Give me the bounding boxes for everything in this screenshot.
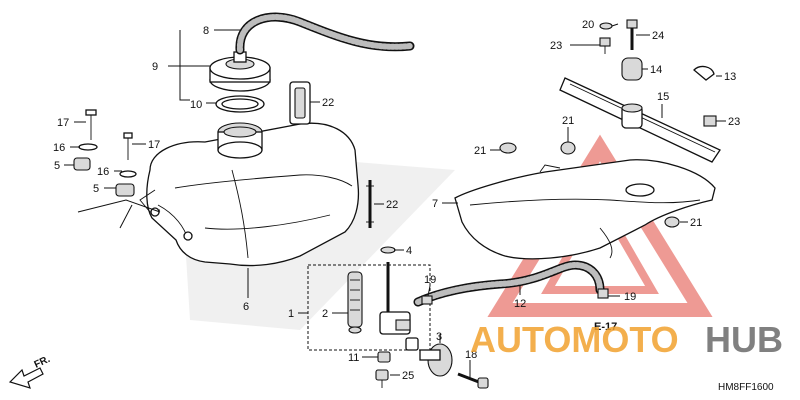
section-ref-label: E-17 [594,321,617,333]
callout-3: 3 [436,331,442,343]
front-label: FR. [33,354,52,371]
callout-7: 7 [432,198,438,210]
washer-20 [599,22,613,30]
clip-13 [693,65,715,81]
washer-4 [380,246,396,254]
fuel-cock-group-box [307,264,431,351]
cushion-5a [73,157,91,171]
fuel-strainer [347,271,363,334]
callout-23a: 23 [550,40,562,52]
bolt-24 [626,19,638,50]
callout-19a: 19 [424,274,436,286]
grommet-21a [560,141,576,155]
grommet-21b [499,142,517,154]
watermark-part1: AUTOMOTO [470,319,679,360]
callout-21b: 21 [474,145,486,157]
bolt-23b [703,115,717,127]
washer-16a [78,143,98,151]
callout-19b: 19 [624,291,636,303]
callout-13: 13 [724,71,736,83]
callout-15: 15 [657,91,669,103]
fuel-cock-lever-3 [419,343,453,377]
tank-rubber-strap [289,81,311,125]
breather-hose [235,12,415,55]
callout-labels: 8 9 10 22 17 16 5 17 16 5 6 22 4 1 2 3 1… [53,19,740,382]
mount-bolt-17a [85,109,97,140]
clip-19a [421,295,433,305]
callout-1: 1 [288,308,294,320]
callout-14: 14 [650,64,662,76]
callout-18: 18 [465,349,477,361]
callout-17a: 17 [57,117,69,129]
tank-cover [454,159,716,260]
watermark-part2: HUB [705,319,783,360]
callout-5a: 5 [54,160,60,172]
watermark-text: AUTOMOTO HUB [470,319,783,360]
callout-5b: 5 [93,183,99,195]
callout-16b: 16 [97,166,109,178]
callout-10: 10 [190,99,202,111]
arrow-icon [8,367,44,389]
cushion-5b [115,183,135,197]
bolt-18 [457,372,489,389]
callout-22b: 22 [386,199,398,211]
tank-bracket [559,77,721,163]
callout-22a: 22 [322,97,334,109]
callout-25: 25 [402,370,414,382]
fuel-tank [139,122,360,267]
callout-6: 6 [243,301,249,313]
callout-11: 11 [348,352,359,364]
fuel-cap [209,51,271,92]
rubber-mount-14 [621,57,643,81]
front-direction-arrow: FR. [8,354,52,389]
nut-11 [377,351,391,363]
callout-24: 24 [652,30,664,42]
callout-23b: 23 [728,116,740,128]
callout-4: 4 [406,245,412,257]
callout-17b: 17 [148,139,160,151]
callout-16a: 16 [53,142,65,154]
callout-9: 9 [152,61,158,73]
callout-12: 12 [514,298,526,310]
tank-stay-rod [366,180,374,228]
washer-16b [119,170,137,178]
callout-21a: 21 [562,115,574,127]
bolt-25 [375,369,389,388]
callout-8: 8 [203,25,209,37]
mount-bolt-17b [123,132,133,160]
bolt-23a [599,37,611,54]
leader-lines [64,23,726,378]
callout-2: 2 [322,308,328,320]
fuel-cock [379,262,419,351]
callout-21c: 21 [690,217,702,229]
grommet-21c [664,216,680,228]
fuel-tube [413,260,605,307]
callout-20: 20 [582,19,594,31]
clip-19b [597,288,609,299]
cap-gasket [215,95,265,113]
diagram-code: HM8FF1600 [718,382,774,393]
